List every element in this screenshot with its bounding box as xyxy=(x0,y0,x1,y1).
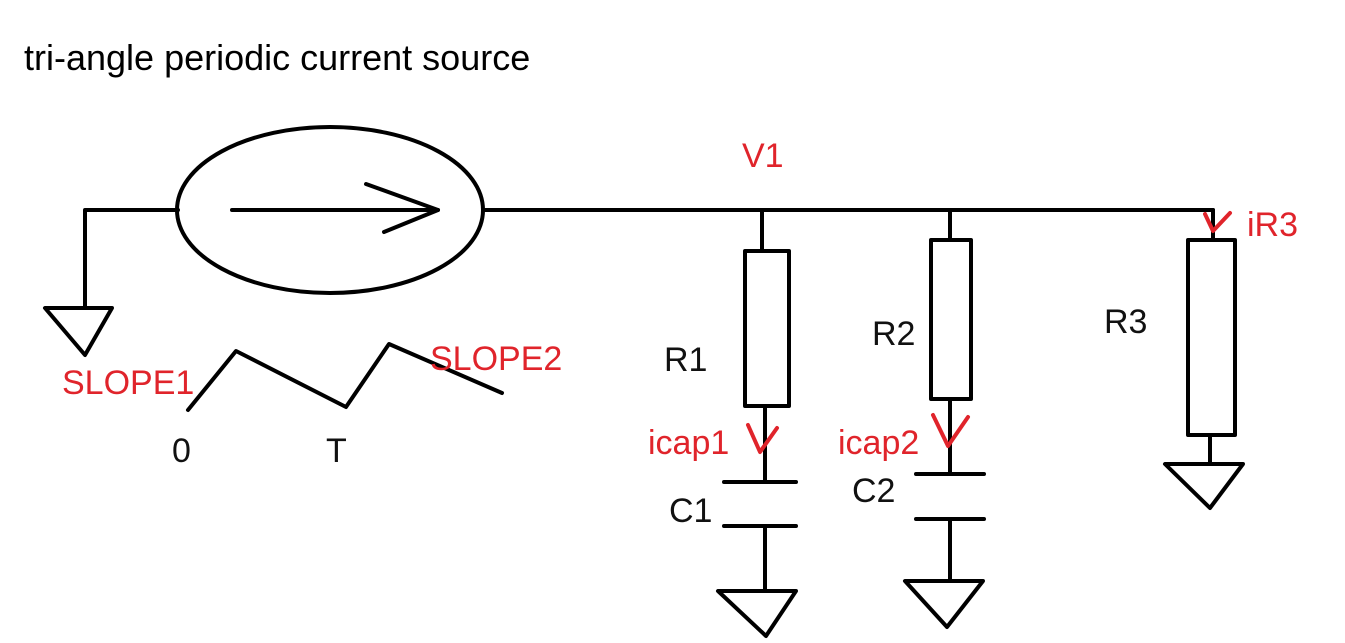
ground-c2-icon xyxy=(903,579,985,629)
ir3-arrow-icon xyxy=(1203,211,1232,233)
triangle-waveform xyxy=(186,342,504,412)
time-period-label: T xyxy=(326,432,347,470)
ground-r3-icon xyxy=(1163,462,1245,510)
branch-r2-c2 xyxy=(903,208,986,629)
icap1-label: icap1 xyxy=(648,424,729,462)
slope2-label: SLOPE2 xyxy=(430,340,562,378)
arrow-head-icon xyxy=(364,182,440,234)
branch-r1-c1 xyxy=(716,208,798,638)
resistor-r3 xyxy=(1186,238,1237,437)
time-zero-label: 0 xyxy=(172,432,191,470)
branch-r3 xyxy=(1163,208,1245,510)
c1-label: C1 xyxy=(669,492,712,530)
source-ground xyxy=(43,208,180,357)
slope1-label: SLOPE1 xyxy=(62,364,194,402)
r3-label: R3 xyxy=(1104,303,1147,341)
diagram-title: tri-angle periodic current source xyxy=(24,37,530,78)
node-v1-label: V1 xyxy=(742,137,784,175)
r1-label: R1 xyxy=(664,341,707,379)
icap2-arrow-icon xyxy=(931,413,970,448)
icap2-label: icap2 xyxy=(838,424,919,462)
resistor-r2 xyxy=(929,238,973,401)
current-source xyxy=(175,125,485,295)
ir3-label: iR3 xyxy=(1247,206,1298,244)
ground-c1-icon xyxy=(716,589,798,638)
icap1-arrow-icon xyxy=(746,423,779,454)
resistor-r1 xyxy=(743,249,791,408)
c2-label: C2 xyxy=(852,472,895,510)
r2-label: R2 xyxy=(872,315,915,353)
